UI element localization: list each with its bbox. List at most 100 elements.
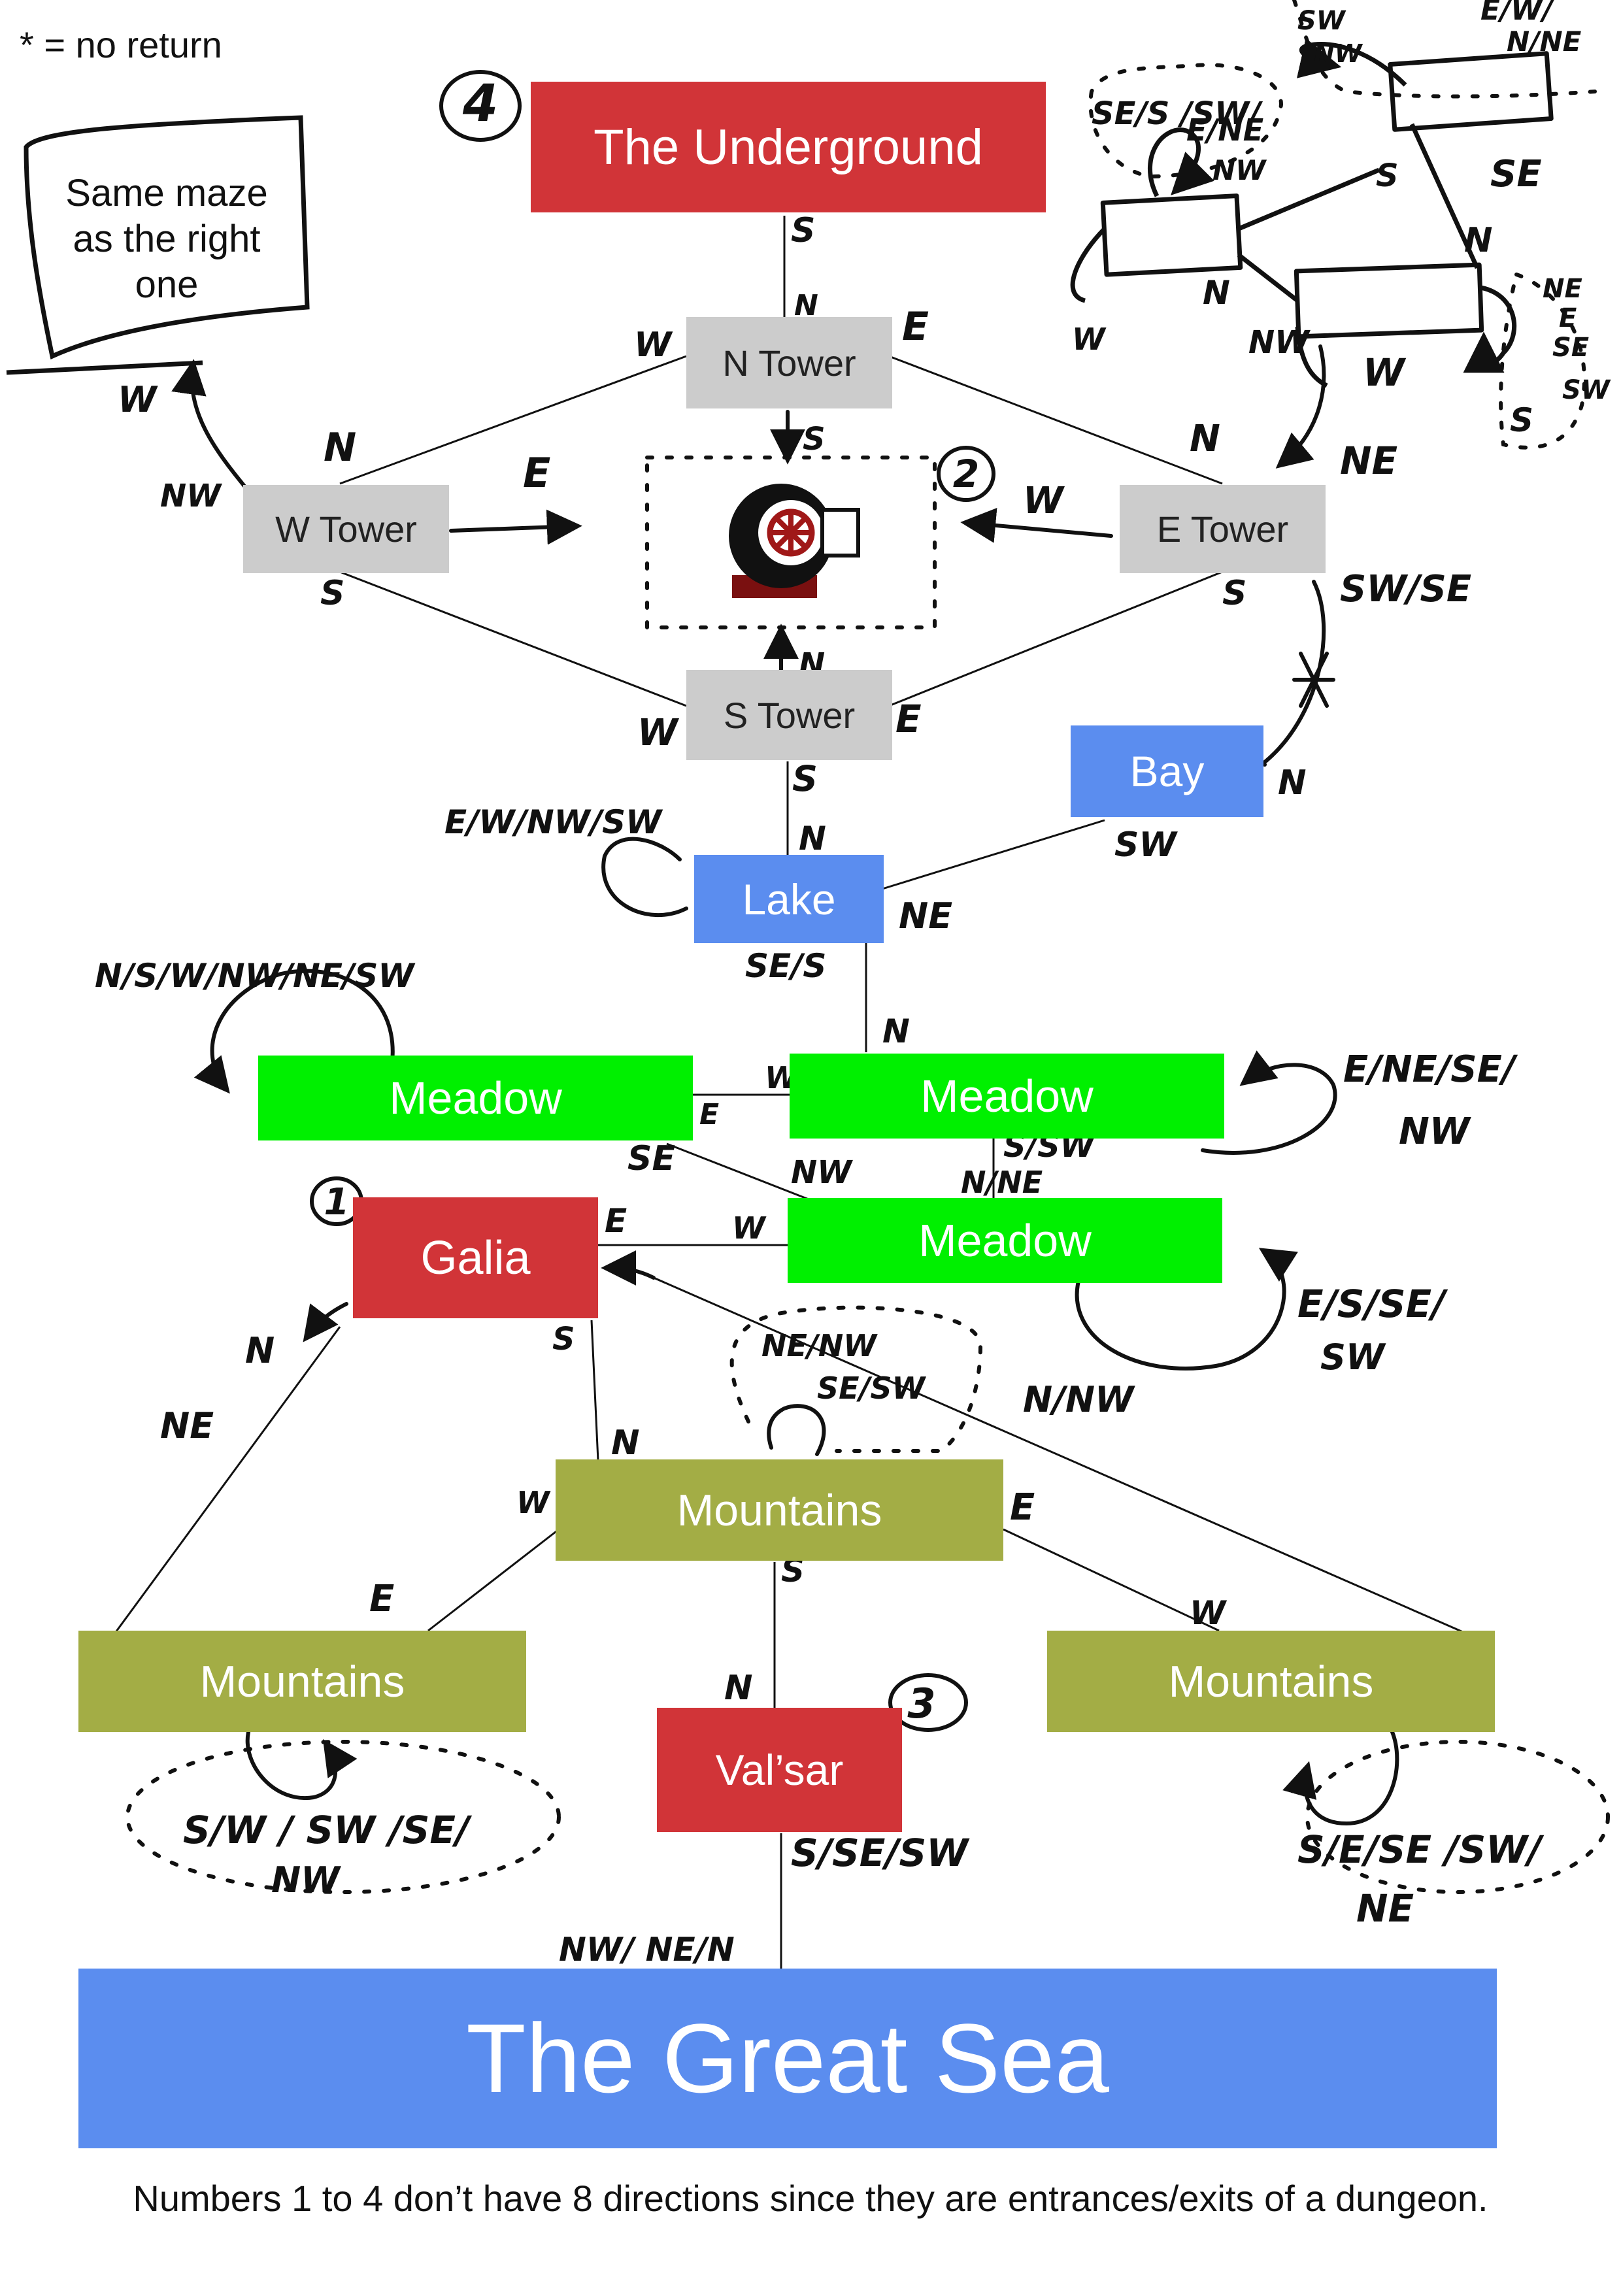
node-s-tower[interactable]: S Tower xyxy=(686,670,892,760)
note-line-3: one xyxy=(135,263,199,306)
lbl-mtn-left-loop2: NW xyxy=(271,1859,341,1901)
line-mountains-mtnright xyxy=(1003,1528,1220,1632)
badge-3: 3 xyxy=(907,1680,935,1727)
lbl-maze-w2: W xyxy=(1363,350,1407,395)
maze-loop-left xyxy=(1147,127,1214,197)
lbl-maze-w: W xyxy=(1072,322,1107,357)
node-meadow-lower[interactable]: Meadow xyxy=(788,1198,1222,1283)
node-meadow-right[interactable]: Meadow xyxy=(790,1054,1224,1139)
lbl-ntower-w: W xyxy=(634,325,673,365)
lbl-maze-sw: SW xyxy=(1297,6,1346,36)
lbl-mtn-center-w: W xyxy=(516,1485,551,1520)
arrow-mtnleft-to-galia xyxy=(303,1302,348,1342)
badge-3-circle xyxy=(888,1673,968,1732)
line-bay-lake xyxy=(882,819,1105,890)
mountains-right-loop-border xyxy=(1305,1740,1610,1894)
maze-sketch xyxy=(1070,38,1554,388)
lbl-maze-n2: N xyxy=(1203,274,1230,312)
lbl-maze-loop3c: SE xyxy=(1552,333,1589,363)
lbl-galia-nne1: N xyxy=(245,1330,275,1371)
lbl-maze-se: SE xyxy=(1490,153,1542,195)
lbl-mtn-left-e: E xyxy=(369,1578,394,1620)
node-the-great-sea[interactable]: The Great Sea xyxy=(78,1969,1497,2148)
arrow-etower-to-bay xyxy=(1260,580,1326,767)
line-meadowleft-meadowlower xyxy=(666,1142,818,1204)
maze-loop-right xyxy=(1463,285,1517,373)
loop-mountains-right xyxy=(1282,1730,1399,1826)
lbl-meadowright-nw: NW xyxy=(791,1154,853,1191)
note-box: Same maze as the right one xyxy=(6,115,310,375)
lbl-wtower-nw: NW xyxy=(160,478,222,514)
lbl-etower-s: S xyxy=(1222,574,1246,613)
lbl-etower-swse: SW/SE xyxy=(1340,568,1471,610)
lbl-maze-nw2: NW xyxy=(1212,154,1267,186)
loop-mountains-center xyxy=(767,1404,826,1456)
maze-loop1-border xyxy=(1088,63,1284,179)
node-the-underground[interactable]: The Underground xyxy=(531,82,1046,212)
node-mountains-right[interactable]: Mountains xyxy=(1047,1631,1495,1732)
lbl-maze-ewnne: E/W/ xyxy=(1480,0,1556,27)
lbl-meadowlower-nne: N/NE xyxy=(961,1165,1043,1200)
lbl-meadowleft-se: SE xyxy=(627,1139,675,1178)
lbl-meadowright-loop2: NW xyxy=(1399,1110,1472,1153)
lbl-maze-s: S xyxy=(1376,158,1399,194)
line-galia-mountains xyxy=(590,1320,599,1461)
arrow-wtower-to-dungeon xyxy=(449,509,582,545)
maze-link-4 xyxy=(1237,253,1299,303)
lbl-meadowright-loop1: E/NE/SE/ xyxy=(1343,1048,1518,1091)
node-e-tower[interactable]: E Tower xyxy=(1120,485,1326,573)
dotted-borders xyxy=(125,0,1610,1894)
lbl-maze-n: N xyxy=(1464,221,1493,260)
lbl-ntower-s: S xyxy=(803,421,826,458)
maze-link-3 xyxy=(1070,227,1107,303)
lbl-meadowlower-w: W xyxy=(732,1210,767,1246)
maze-link-2 xyxy=(1409,123,1480,269)
lbl-maze-nw: NW xyxy=(1314,39,1363,68)
node-mountains-center[interactable]: Mountains xyxy=(556,1459,1003,1561)
line-mountains-mtnleft xyxy=(427,1528,560,1632)
node-mountains-left[interactable]: Mountains xyxy=(78,1631,526,1732)
lbl-mtn-right-loop1: S/E/SE /SW/ xyxy=(1297,1827,1545,1872)
lbl-meadowlower-loop2: SW xyxy=(1320,1337,1386,1378)
lbl-bay-n: N xyxy=(1278,763,1307,803)
lbl-ntower-n: N xyxy=(794,289,818,322)
maze-link-5 xyxy=(1295,326,1328,388)
node-n-tower[interactable]: N Tower xyxy=(686,317,892,408)
dungeon-enclosure xyxy=(645,456,937,629)
node-meadow-left[interactable]: Meadow xyxy=(258,1056,693,1140)
node-w-tower[interactable]: W Tower xyxy=(243,485,449,573)
line-etower-stower xyxy=(888,571,1223,707)
lbl-valsar-exit: S/SE/SW xyxy=(791,1831,970,1875)
lbl-mtn-left-loop1: S/W / SW /SE/ xyxy=(183,1808,473,1852)
lbl-valsar-n: N xyxy=(724,1669,753,1708)
lbl-sea-entry: NW/ NE/N xyxy=(559,1931,735,1969)
lbl-maze-nne: N/NE xyxy=(1507,25,1582,58)
lbl-maze-loop3d: SW xyxy=(1562,375,1611,405)
mountains-left-loop-border xyxy=(125,1740,561,1894)
line-galia-mtnleft xyxy=(113,1326,341,1635)
lbl-galia-e: E xyxy=(605,1202,627,1240)
lbl-galia-nne2: NE xyxy=(160,1405,214,1446)
node-galia[interactable]: Galia xyxy=(353,1197,598,1318)
loop-lake xyxy=(601,837,688,917)
lbl-wtower-n: N xyxy=(324,425,356,471)
arrow-etower-to-dungeon xyxy=(960,508,1113,543)
lbl-stower-s: S xyxy=(792,758,818,799)
lbl-stower-w: W xyxy=(637,712,680,754)
arrow-mtnright-to-galia xyxy=(601,1250,656,1286)
mountains-center-loop-border xyxy=(729,1305,983,1453)
lbl-wtower-s: S xyxy=(320,574,344,613)
lbl-maze-s2: S xyxy=(1510,401,1533,439)
node-lake[interactable]: Lake xyxy=(694,855,884,943)
line-ntower-etower xyxy=(888,355,1223,485)
lbl-mtn-right-w: W xyxy=(1190,1594,1228,1632)
lbl-etower-n: N xyxy=(1190,418,1220,460)
maze-loop-top xyxy=(1296,38,1407,87)
lbl-lake-n: N xyxy=(799,820,826,857)
lbl-meadowright-n: N xyxy=(882,1012,910,1050)
lbl-lake-loop: E/W/NW/SW xyxy=(444,803,663,841)
node-bay[interactable]: Bay xyxy=(1071,725,1263,817)
legend-no-return: * = no return xyxy=(20,24,222,65)
node-valsar[interactable]: Val’sar xyxy=(657,1708,902,1832)
arrow-wtower-nw-maze xyxy=(171,359,247,489)
